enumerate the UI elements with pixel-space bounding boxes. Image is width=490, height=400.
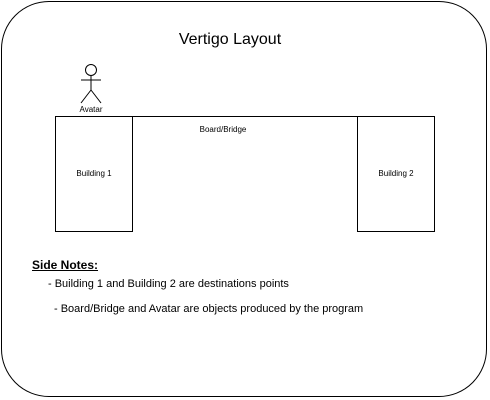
side-note-item: - Board/Bridge and Avatar are objects pr… (54, 303, 364, 315)
side-note-item: - Building 1 and Building 2 are destinat… (48, 278, 289, 290)
building-1-box: Building 1 (55, 116, 133, 232)
building-2-label: Building 2 (378, 169, 414, 178)
building-1-label: Building 1 (76, 169, 112, 178)
board-bridge-line (133, 116, 357, 117)
side-notes-heading: Side Notes: (32, 258, 99, 272)
diagram-title: Vertigo Layout (178, 31, 282, 48)
board-bridge-label: Board/Bridge (199, 125, 247, 134)
building-2-box: Building 2 (357, 116, 435, 232)
avatar-label: Avatar (71, 104, 111, 115)
stick-figure-icon (80, 64, 102, 104)
